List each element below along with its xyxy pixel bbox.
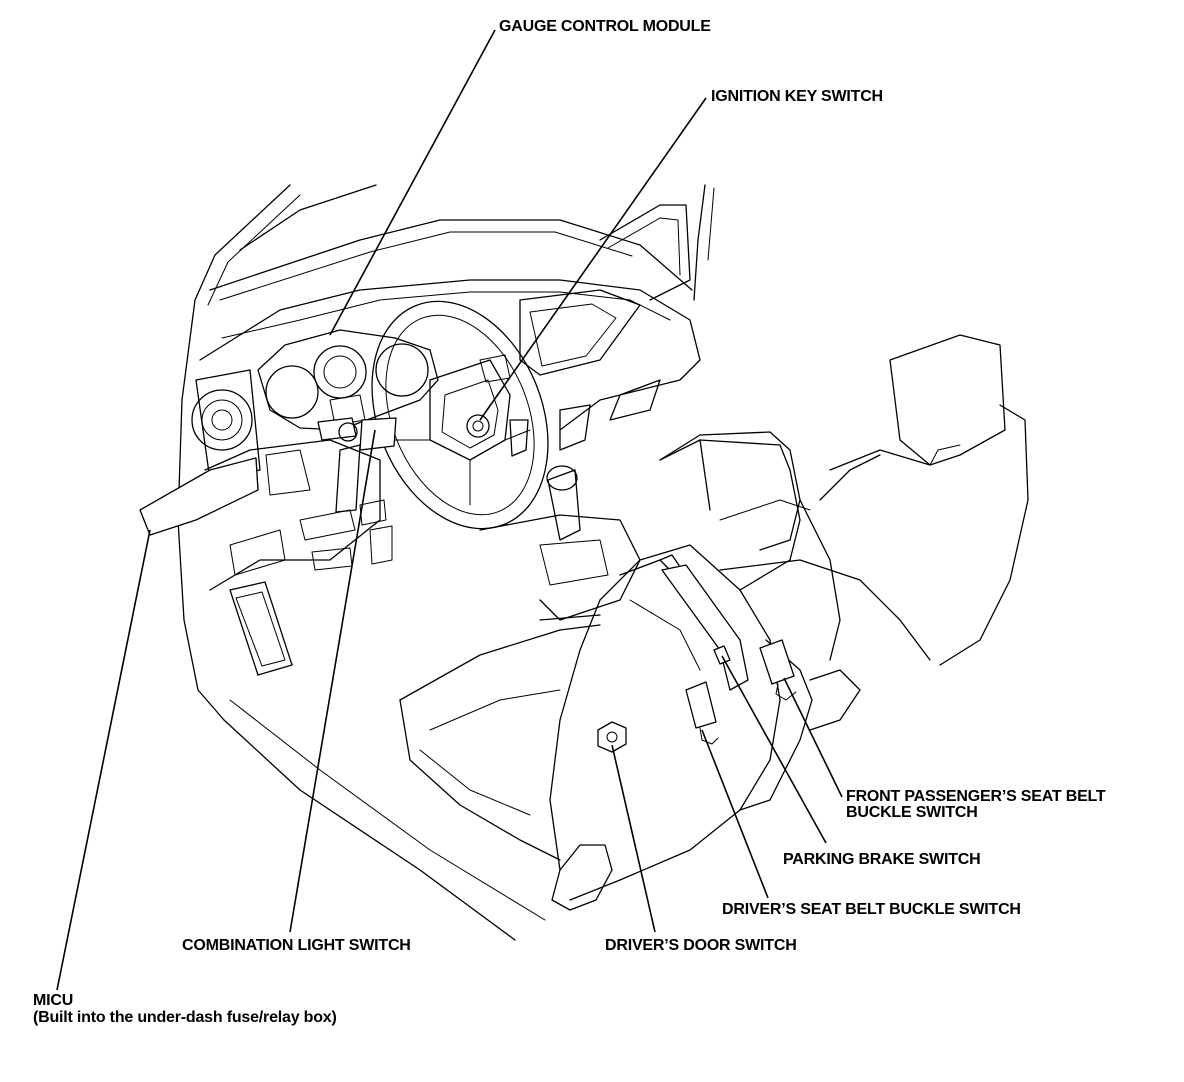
label-micu-subtitle: (Built into the under-dash fuse/relay bo… <box>33 1009 337 1026</box>
leader-parking-brake-switch <box>721 655 827 844</box>
label-front-passenger-seat-belt-line1: FRONT PASSENGER’S SEAT BELT <box>846 788 1106 805</box>
gauge-cluster <box>257 329 439 431</box>
leader-drivers-seat-belt-buckle <box>701 729 769 899</box>
label-drivers-seat-belt-buckle-switch: DRIVER’S SEAT BELT BUCKLE SWITCH <box>722 901 1021 918</box>
body-frame <box>177 184 715 941</box>
leader-ignition-key-switch <box>479 97 707 421</box>
leader-drivers-door-switch <box>611 744 656 933</box>
leader-front-passenger-seat-belt <box>783 677 843 798</box>
micu-fuse-relay-box <box>139 457 259 536</box>
combination-light-switch <box>317 417 397 513</box>
center-console <box>479 465 641 621</box>
label-front-passenger-seat-belt-line2: BUCKLE SWITCH <box>846 804 978 821</box>
label-combination-light-switch: COMBINATION LIGHT SWITCH <box>182 937 411 954</box>
leader-lines <box>56 29 843 991</box>
label-parking-brake-switch: PARKING BRAKE SWITCH <box>783 851 981 868</box>
front-passenger-seat-belt-buckle <box>759 639 797 701</box>
label-gauge-control-module: GAUGE CONTROL MODULE <box>499 18 711 35</box>
drivers-seat <box>399 439 813 911</box>
label-ignition-key-switch: IGNITION KEY SWITCH <box>711 88 883 105</box>
drivers-seat-belt-buckle <box>685 681 719 745</box>
drivers-door-switch <box>597 721 627 753</box>
leader-micu <box>56 529 151 991</box>
dashboard <box>191 204 701 676</box>
ignition-key-switch <box>466 414 490 438</box>
parking-brake-lever <box>661 564 749 691</box>
passenger-seat <box>659 334 1029 731</box>
label-drivers-door-switch: DRIVER’S DOOR SWITCH <box>605 937 797 954</box>
leader-combination-light-switch <box>289 429 376 933</box>
steering-wheel <box>371 300 549 530</box>
leader-gauge-control-module <box>329 29 496 336</box>
label-micu: MICU <box>33 992 74 1009</box>
